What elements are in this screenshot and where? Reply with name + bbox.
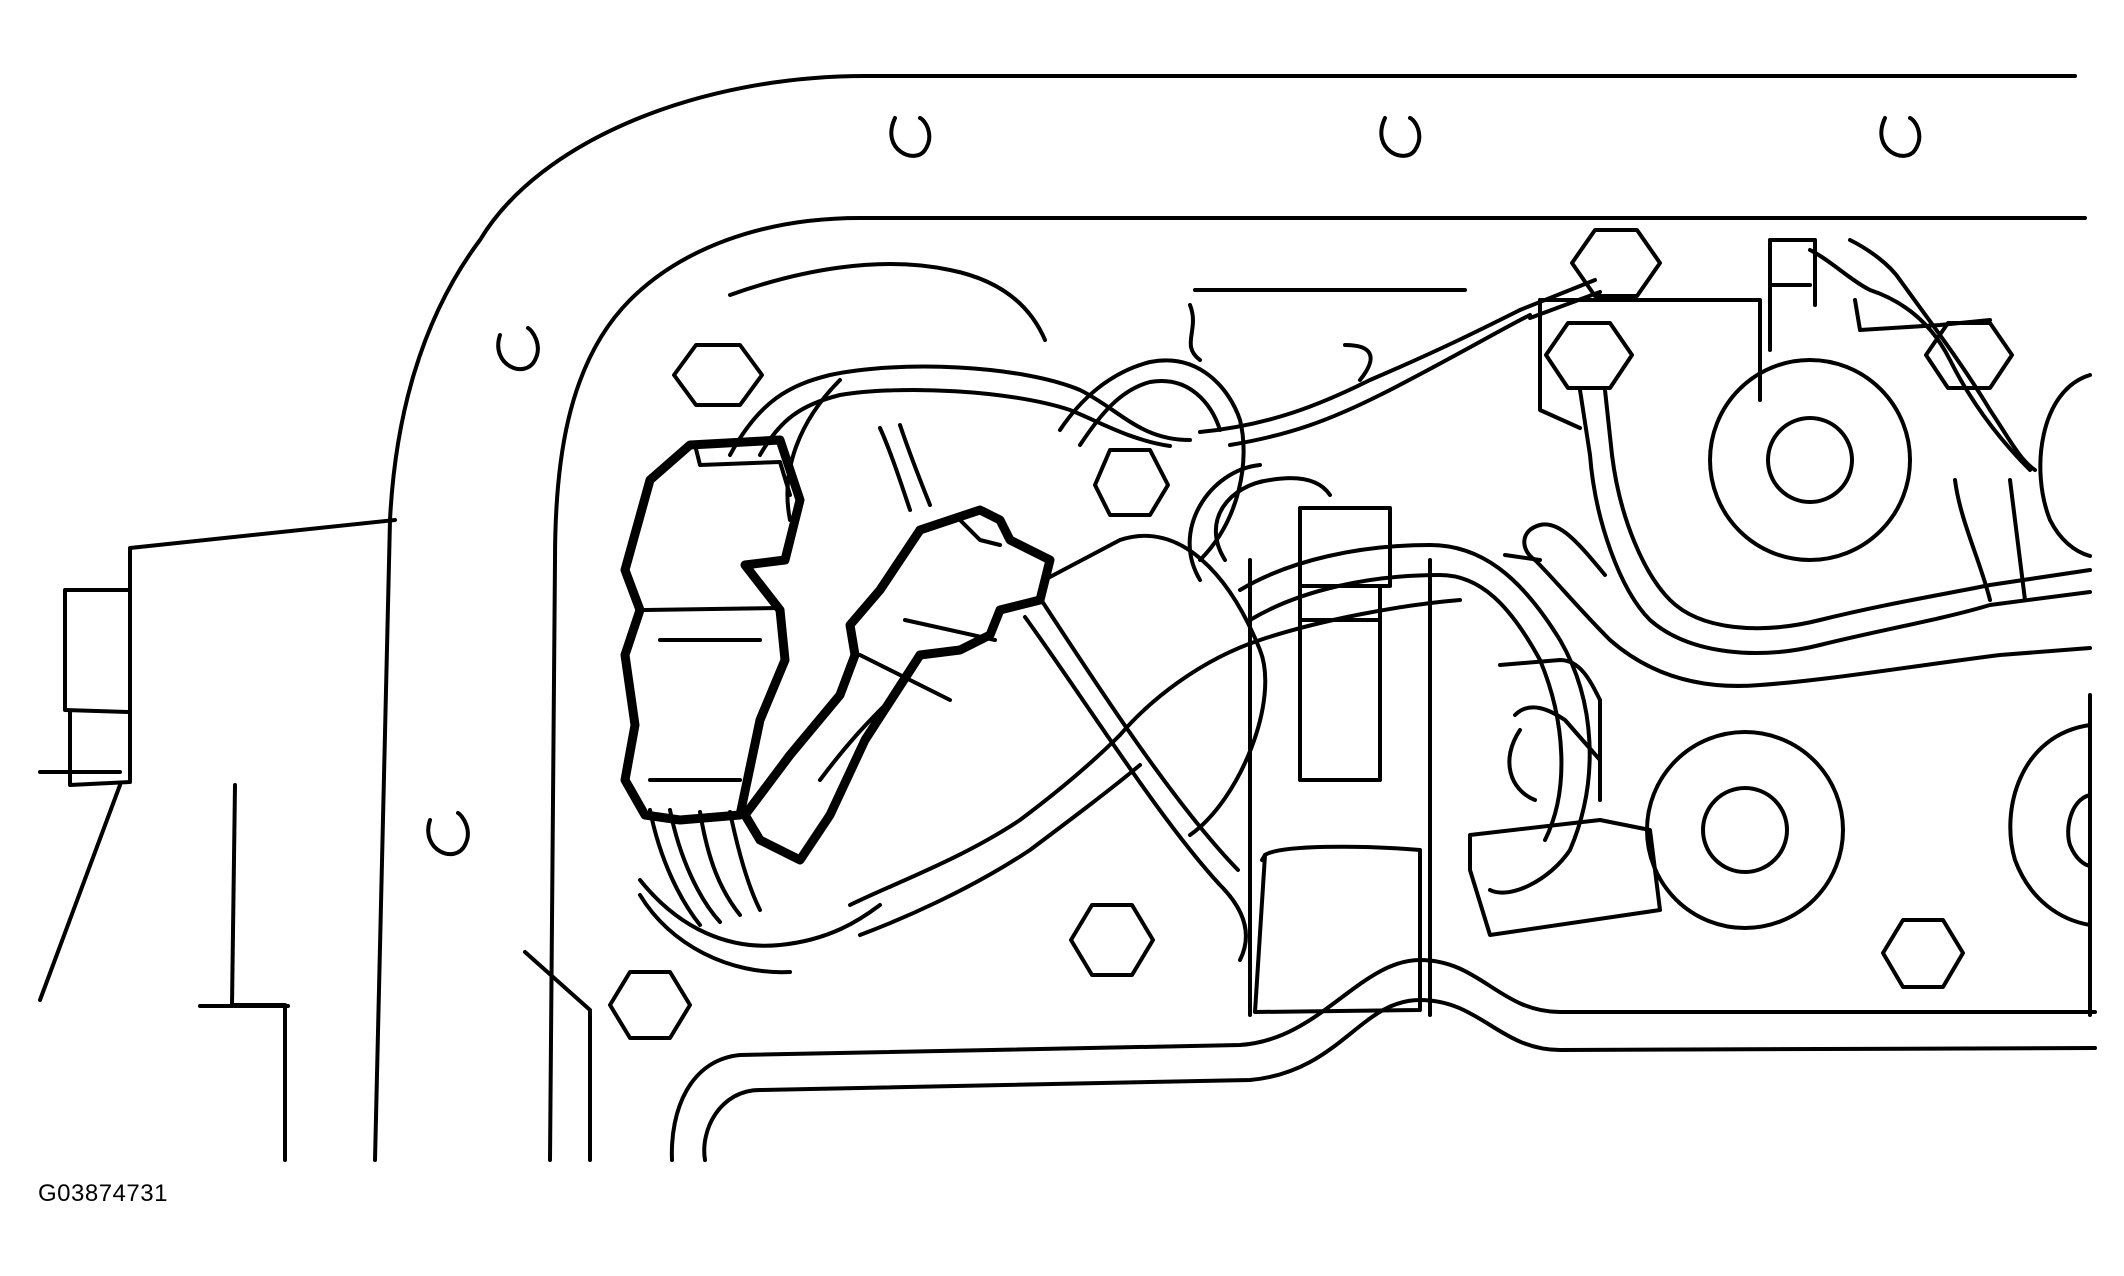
figure-id-label: G03874731 [38,1180,168,1207]
connector-right-rib [858,653,952,702]
solenoid-cap [1298,506,1392,588]
bolt-7 [1881,918,1965,989]
clip-2 [1379,116,1422,158]
bolt-6 [608,970,692,1040]
clip-5 [426,811,470,857]
bolt-4 [1924,321,2014,390]
connector-left-latch [693,443,792,497]
cover-inner-edge [548,216,2087,1162]
boss-right-lower [2008,723,2092,927]
connector-right-rib-3 [818,698,892,782]
boss-upper-inner [1766,416,1854,504]
gasket-line [669,958,2097,1162]
round-bosses [1645,358,2092,930]
connector-left-housing [620,435,805,825]
bolt-3 [1544,321,1634,390]
wire-harness [638,238,2092,975]
sensor-bracket [1193,238,1992,430]
boss-lower-inner [1701,786,1789,874]
connector-right-latch [958,518,1002,547]
bolt-8 [1093,448,1170,517]
bolt-1 [672,343,764,407]
electrical-connector-pair [620,435,1055,927]
bolt-5 [1069,903,1155,977]
bolt-2 [1570,228,1662,298]
solenoid-plunger [1253,844,1422,1014]
boss-right-lower-inner [2066,793,2092,868]
clip-1 [889,116,932,158]
retaining-clips [426,116,1922,857]
bolt-hex-heads [608,228,2014,1040]
misc-details [1498,553,2092,1017]
solenoid-body [1298,584,1382,782]
boss-upper [1708,358,1912,562]
cover-outer-edge [373,74,2077,1162]
boss-lower [1645,730,1845,930]
boss-right-upper [2038,373,2092,558]
side-housing [38,518,592,1162]
connector-right-rib-2 [903,618,997,642]
gasket-line-inner [702,998,2097,1162]
valve-body-cover [373,74,2097,1162]
solenoid-base-bracket [1468,818,1662,937]
connector-right-housing [740,505,1055,865]
clip-4 [496,326,540,372]
clip-3 [1879,116,1922,158]
solenoid [1248,506,1662,1017]
connector-left-rib [643,606,782,612]
